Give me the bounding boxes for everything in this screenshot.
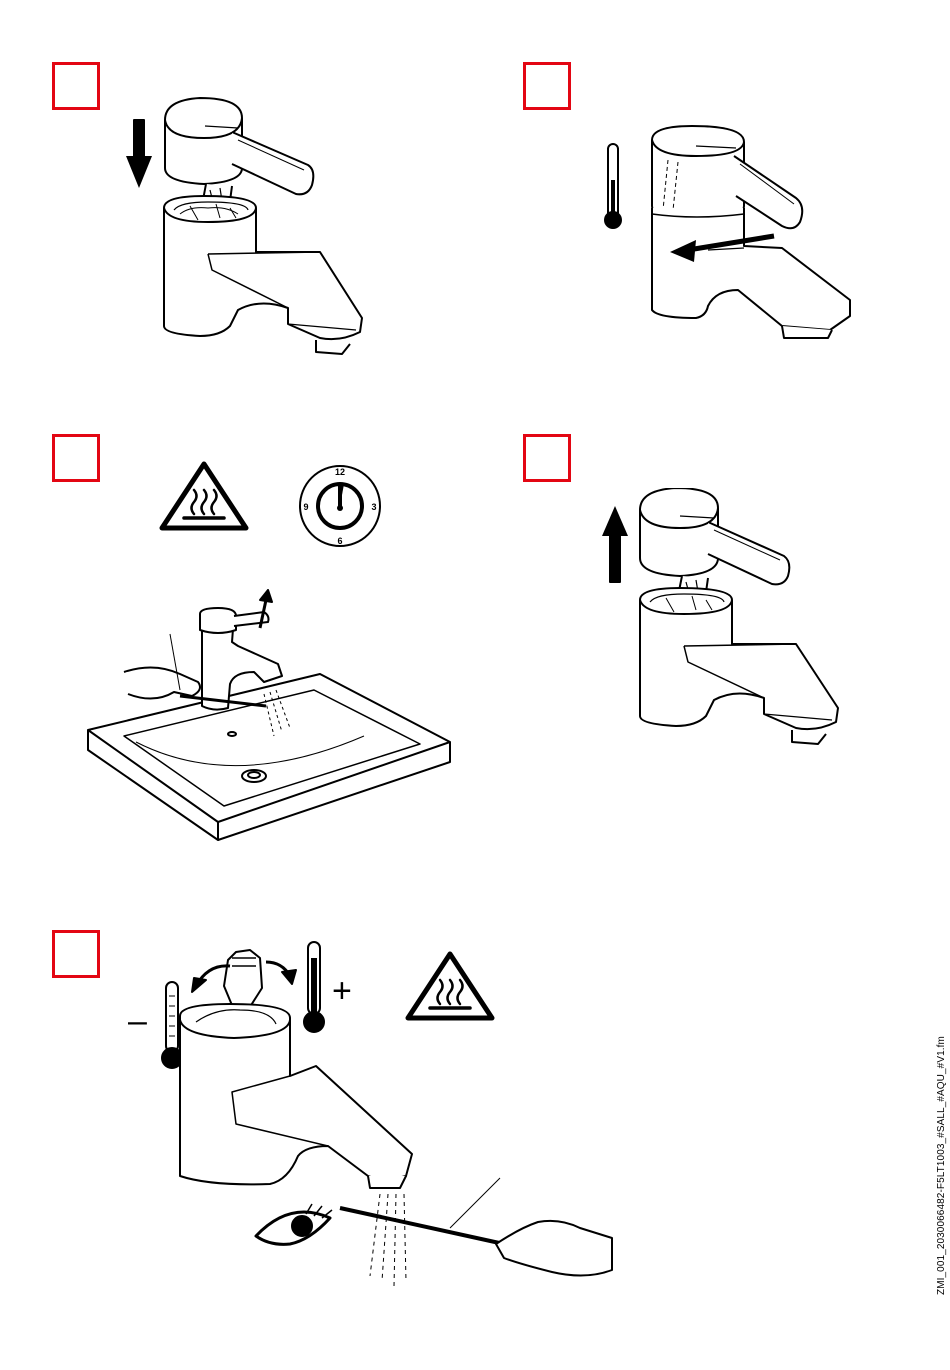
plus-sign: + [332,972,352,1010]
clock-icon: 12 3 6 9 [298,464,382,548]
step-2-illustration [596,120,856,350]
document-footer-code: ZMI_001_2030066482-F5LT1003_#SALL_#AQU_#… [936,1036,947,1295]
step-2-box [523,62,571,110]
clock-label-12: 12 [335,467,345,477]
step-3-box [52,434,100,482]
thermometer-icon [605,144,621,228]
clock-label-9: 9 [303,502,308,512]
step-5-box [52,930,100,978]
thermometer-hot-icon [304,942,324,1032]
clock-label-3: 3 [371,502,376,512]
step-1-box [52,62,100,110]
hot-surface-warning-icon [404,950,496,1022]
minus-sign: – [128,1002,147,1040]
step-4-box [523,434,571,482]
step-1-illustration [120,90,380,360]
arrow-up-icon [602,506,628,582]
basin-illustration [84,586,464,846]
eye-icon [256,1204,332,1244]
step-5-illustration: – + [120,936,620,1296]
clock-label-6: 6 [337,536,342,546]
arrow-down-icon [126,120,152,188]
step-4-illustration [596,488,856,758]
hot-surface-warning-icon [158,460,250,532]
